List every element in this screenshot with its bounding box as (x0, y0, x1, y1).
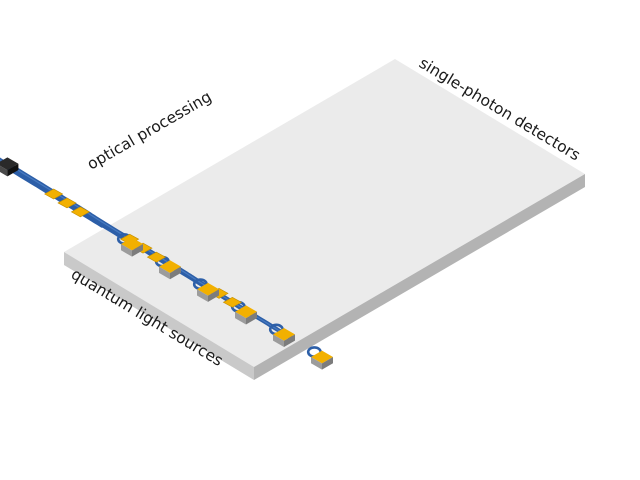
phase-shifters (44, 188, 242, 308)
phase-shifter-icon (44, 188, 64, 200)
source-pad-icon (235, 305, 257, 325)
source-pad-icon (159, 260, 181, 280)
source-pad-left (159, 266, 170, 280)
source-pad-icon (273, 328, 295, 348)
source-pad-right (246, 311, 257, 325)
source-pad-left (273, 334, 284, 348)
detector-top (0, 157, 19, 171)
single-photon-detectors (0, 157, 19, 177)
source-pad-icon (121, 237, 143, 257)
detector-left (0, 165, 8, 177)
phase-shifter-icon (222, 296, 242, 308)
quantum-light-sources (121, 237, 333, 370)
label-optical-processing: optical processing (84, 88, 215, 174)
phase-shifter-icon (57, 197, 77, 209)
source-pad-left (311, 357, 322, 370)
phase-shifter-icon (70, 206, 90, 218)
source-pad-right (284, 334, 295, 348)
source-pad-icon (197, 282, 219, 302)
detector-right (7, 163, 19, 177)
waveguide-1 (0, 160, 105, 228)
source-pad-top (197, 282, 219, 296)
chip-front (64, 252, 254, 380)
waveguide-highlight-1 (0, 162, 103, 227)
phase-shifter-icon (146, 251, 166, 263)
source-pad-right (208, 289, 219, 302)
source-pad-left (235, 311, 246, 325)
detector-icon (0, 157, 19, 177)
chip (64, 59, 585, 380)
source-pad-right (322, 357, 333, 370)
control-wires (0, 161, 81, 213)
source-pad-icon (311, 350, 333, 370)
source-pad-left (121, 244, 132, 257)
source-pad-left (197, 289, 208, 302)
source-pad-right (170, 266, 181, 280)
chip-top (64, 59, 585, 367)
source-pad-right (132, 244, 143, 257)
chip-side (254, 174, 585, 380)
